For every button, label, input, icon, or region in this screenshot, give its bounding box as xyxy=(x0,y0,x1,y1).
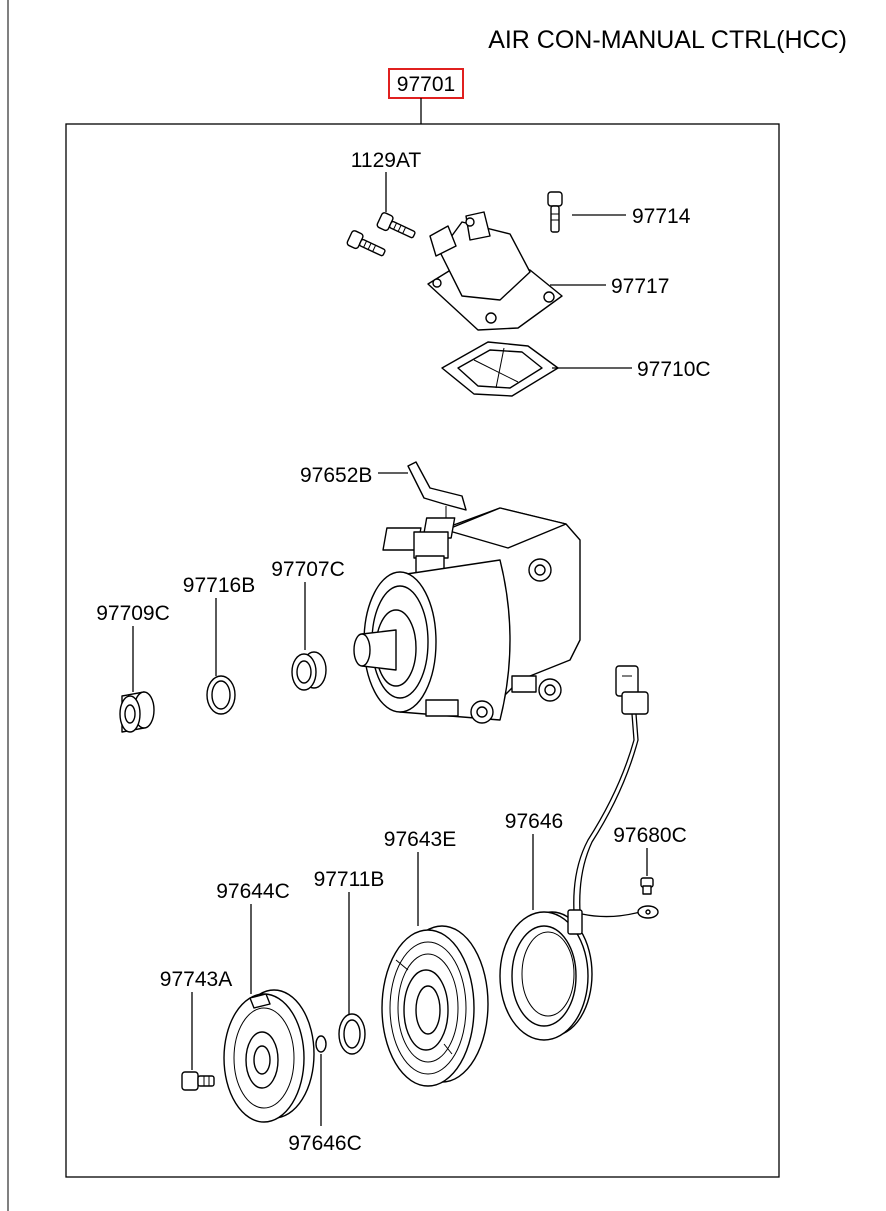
bracket-icon xyxy=(407,461,467,522)
label-97709c[interactable]: 97709C xyxy=(96,602,170,625)
compressor-body[interactable] xyxy=(353,507,581,724)
label-97714[interactable]: 97714 xyxy=(632,205,691,228)
bolt-icon xyxy=(181,1071,215,1091)
part-97709c[interactable]: 97709C xyxy=(96,602,170,733)
bushing-icon xyxy=(119,691,155,733)
label-97646[interactable]: 97646 xyxy=(505,810,563,833)
label-97644c[interactable]: 97644C xyxy=(216,880,290,903)
wire-harness xyxy=(573,665,649,913)
part-97643e[interactable]: 97643E xyxy=(381,828,489,1087)
assembly-frame xyxy=(65,123,780,1178)
field-coil-icon xyxy=(499,905,659,1041)
part-97711b[interactable]: 97711B xyxy=(314,868,385,1055)
label-97652b[interactable]: 97652B xyxy=(300,464,372,487)
gasket-icon xyxy=(441,341,559,397)
label-97717[interactable]: 97717 xyxy=(611,275,669,298)
bolt-pair-icon xyxy=(346,212,416,257)
part-97714[interactable]: 97714 xyxy=(547,191,691,233)
snap-ring-icon xyxy=(338,1013,366,1055)
label-97646c[interactable]: 97646C xyxy=(288,1132,362,1155)
part-97710c[interactable]: 97710C xyxy=(441,341,711,397)
assembly-number[interactable]: 97701 xyxy=(397,73,455,96)
part-97680c[interactable]: 97680C xyxy=(613,824,687,895)
part-1129at[interactable]: 1129AT xyxy=(346,149,421,260)
bolt-icon xyxy=(547,191,563,233)
screw-icon xyxy=(640,877,654,895)
label-97743a[interactable]: 97743A xyxy=(160,968,232,991)
part-97646[interactable]: 97646 xyxy=(499,810,659,1041)
snap-ring-icon xyxy=(206,675,236,715)
label-97710c[interactable]: 97710C xyxy=(637,358,711,381)
label-97711b[interactable]: 97711B xyxy=(314,868,385,891)
label-97707c[interactable]: 97707C xyxy=(271,558,345,581)
part-97644c[interactable]: 97644C xyxy=(216,880,315,1123)
part-97652b[interactable]: 97652B xyxy=(300,461,467,522)
seal-icon xyxy=(291,651,327,691)
shim-icon xyxy=(315,1035,327,1053)
diagram-title: AIR CON-MANUAL CTRL(HCC) xyxy=(488,26,847,54)
cover-plate-icon xyxy=(427,211,563,331)
part-97716b[interactable]: 97716B xyxy=(183,574,255,715)
label-97680c[interactable]: 97680C xyxy=(613,824,687,847)
part-97717[interactable]: 97717 xyxy=(427,211,669,331)
label-97643e[interactable]: 97643E xyxy=(384,828,456,851)
part-97707c[interactable]: 97707C xyxy=(271,558,345,691)
part-97743a[interactable]: 97743A xyxy=(160,968,232,1091)
label-97716b[interactable]: 97716B xyxy=(183,574,255,597)
clutch-hub-icon xyxy=(223,989,315,1123)
label-1129at[interactable]: 1129AT xyxy=(351,149,422,172)
pulley-icon xyxy=(381,925,489,1087)
part-97646c[interactable]: 97646C xyxy=(288,1035,362,1155)
assembly-highlight-box[interactable] xyxy=(388,68,464,99)
